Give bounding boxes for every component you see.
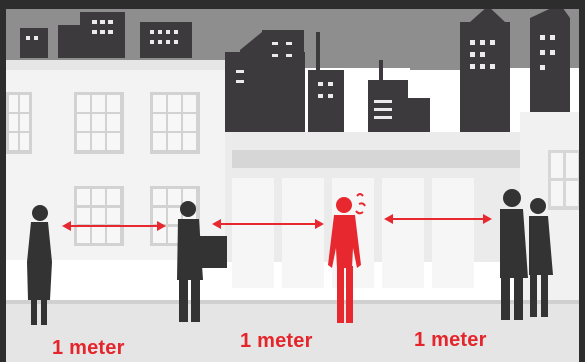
distance-label-1: 1 meter <box>52 337 125 360</box>
sidewalk-edge <box>0 300 585 304</box>
distance-label-2: 1 meter <box>240 330 313 353</box>
distance-label-3: 1 meter <box>414 329 487 352</box>
frame-left <box>0 0 6 362</box>
frame-right <box>579 0 585 362</box>
frame-top <box>0 0 585 9</box>
